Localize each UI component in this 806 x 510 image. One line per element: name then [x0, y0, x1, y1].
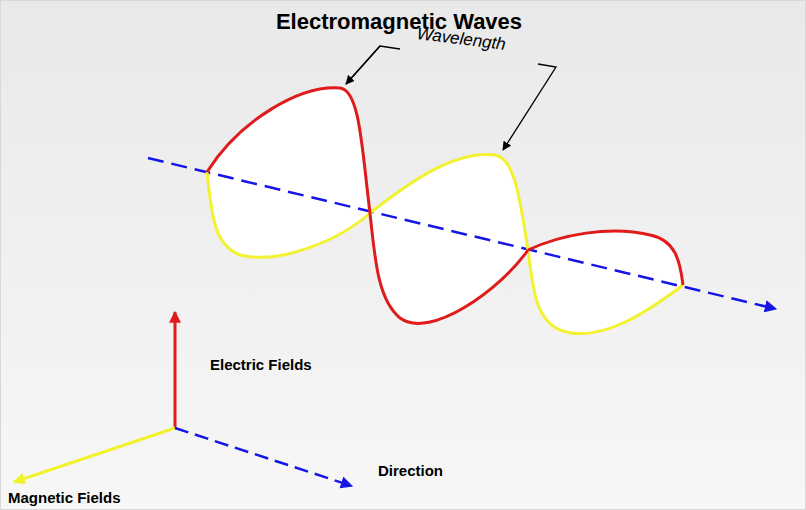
electric-wave [207, 88, 683, 324]
magnetic-wave [207, 155, 683, 334]
axis-label: Direction [378, 462, 443, 479]
magnetic-axis [14, 428, 175, 482]
axis-label: Electric Fields [210, 356, 312, 373]
direction-axis [175, 428, 352, 486]
axis-label: Magnetic Fields [8, 489, 121, 506]
wavelength-pointer [346, 46, 556, 150]
electric-axis [174, 312, 177, 428]
lobe-fills [207, 88, 683, 334]
diagram-title: Electromagnetic Waves [0, 9, 802, 35]
